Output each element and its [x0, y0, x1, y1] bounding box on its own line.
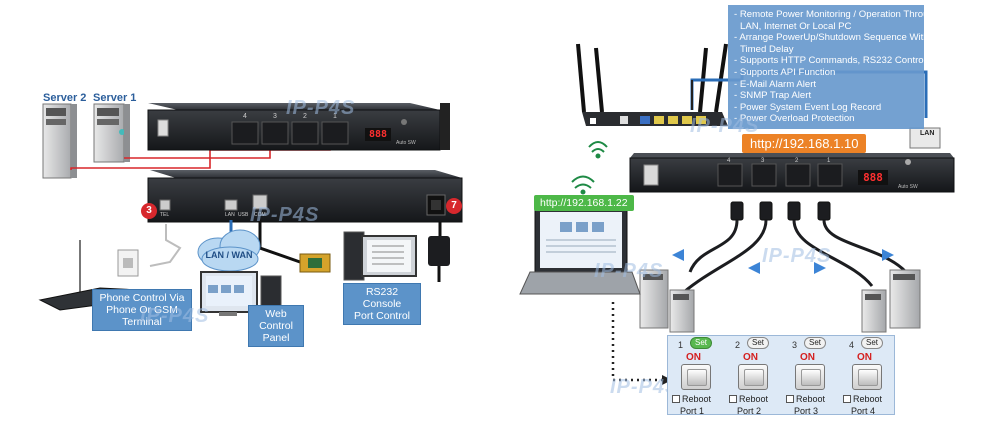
laptop [519, 207, 641, 295]
reboot-checkbox[interactable] [786, 395, 794, 403]
port-3-power-switch[interactable] [795, 364, 825, 390]
port-4-set-button[interactable]: Set [861, 337, 883, 349]
right-outlet-1: 1 [827, 158, 831, 164]
port-control-4: 4 Set ON Reboot Port 4 [839, 336, 895, 416]
laptop-url: http://192.168.1.22 [534, 195, 634, 211]
port-1-power-switch[interactable] [681, 364, 711, 390]
web-control-label: Web Control Panel [248, 305, 304, 347]
watermark: IP-P4S [594, 260, 664, 282]
port-4-reboot[interactable]: Reboot [843, 394, 882, 404]
port-3-label: Port 3 [794, 406, 819, 416]
left-hardware-drawing [38, 103, 463, 316]
feature-item: LAN, Internet Or Local PC [740, 20, 852, 32]
port-2-power-switch[interactable] [738, 364, 768, 390]
server-tower-right [861, 269, 921, 333]
rs232-console-pc [299, 231, 417, 281]
port-4-label: Port 4 [851, 406, 876, 416]
wifi-signal-icon [571, 175, 595, 195]
port-3-set-button[interactable]: Set [804, 337, 826, 349]
feature-item: - Remote Power Monitoring / Operation Th… [734, 9, 940, 20]
port-number: 2 [735, 340, 741, 350]
feature-item: - Power System Event Log Record [734, 101, 882, 113]
device-url: http://192.168.1.10 [742, 134, 867, 153]
phone-control-label: Phone Control Via Phone Or GSM Terminal [92, 289, 192, 331]
tel-port-badge: 3 [141, 203, 157, 219]
port-4-state: ON [857, 352, 872, 363]
port-control-2: 2 Set ON Reboot Port 2 [725, 336, 781, 416]
feature-item: - Power Overload Protection [734, 113, 855, 125]
lan-label: LAN [920, 130, 935, 137]
port-number: 4 [849, 340, 855, 350]
right-pdu-unit [629, 153, 955, 193]
right-led-display: 888 [858, 170, 888, 185]
lan-wan-label: LAN / WAN [205, 250, 253, 260]
front-pdu-unit [147, 103, 450, 151]
port-1-label: Port 1 [680, 406, 705, 416]
right-outlet-2: 2 [795, 158, 799, 164]
port-4-power-switch[interactable] [852, 364, 882, 390]
port-number: 3 [792, 340, 798, 350]
front-outlet-2: 2 [303, 113, 307, 120]
feature-item: - Arrange PowerUp/Shutdown Sequence With [734, 32, 929, 44]
features-list: - Remote Power Monitoring / Operation Th… [728, 5, 940, 129]
web-control-pc [200, 271, 282, 316]
rear-port-tel: TEL [160, 212, 170, 218]
lan-wan-cloud [197, 229, 261, 272]
feature-item: - E-Mail Alarm Alert [734, 78, 817, 90]
port-2-label: Port 2 [737, 406, 762, 416]
reboot-checkbox[interactable] [672, 395, 680, 403]
rear-port-usb: USB [238, 212, 249, 218]
server-2-tower [42, 103, 77, 179]
front-led-display: 888 [365, 128, 391, 141]
power-port-badge: 7 [446, 198, 462, 214]
port-number: 1 [678, 340, 684, 350]
reboot-checkbox[interactable] [729, 395, 737, 403]
watermark: IP-P4S [286, 97, 356, 119]
right-outlet-4: 4 [727, 158, 731, 164]
power-plugs [730, 201, 831, 221]
right-outlet-3: 3 [761, 158, 765, 164]
watermark: IP-P4S [690, 115, 760, 137]
watermark: IP-P4S [610, 376, 680, 398]
port-control-3: 3 Set ON Reboot Port 3 [782, 336, 838, 416]
server-2-label: Server 2 [43, 92, 87, 104]
watermark: IP-P4S [140, 305, 210, 327]
front-outlet-4: 4 [243, 113, 247, 120]
server-tower-left [639, 269, 695, 333]
feature-item: - Supports HTTP Commands, RS232 Control [734, 55, 926, 67]
rs232-label: RS232 Console Port Control [343, 283, 421, 325]
port-1-reboot[interactable]: Reboot [672, 394, 711, 404]
port-2-state: ON [743, 352, 758, 363]
watermark: IP-P4S [250, 204, 320, 226]
front-outlet-1: 1 [333, 113, 337, 120]
feature-item: - Supports API Function [734, 66, 836, 78]
feature-item: - SNMP Trap Alert [734, 90, 812, 102]
watermark: IP-P4S [762, 245, 832, 267]
port-1-state: ON [686, 352, 701, 363]
rear-port-lan: LAN [225, 212, 235, 218]
server-1-label: Server 1 [93, 92, 137, 104]
rear-pdu-unit [147, 170, 463, 223]
web-port-panel: 1 Set ON Reboot Port 1 2 Set ON Reboot P… [667, 335, 895, 416]
front-outlet-3: 3 [273, 113, 277, 120]
server-1-tower [93, 103, 130, 163]
reboot-checkbox[interactable] [843, 395, 851, 403]
right-auto-switch-label: Auto SW [898, 184, 918, 190]
port-2-reboot[interactable]: Reboot [729, 394, 768, 404]
port-control-1: 1 Set ON Reboot Port 1 [668, 336, 724, 416]
wifi-signal-icon [588, 141, 608, 159]
wifi-router [576, 43, 728, 126]
port-3-state: ON [800, 352, 815, 363]
port-2-set-button[interactable]: Set [747, 337, 769, 349]
feature-item: Timed Delay [740, 43, 794, 55]
front-auto-switch-label: Auto SW [396, 140, 416, 146]
port-3-reboot[interactable]: Reboot [786, 394, 825, 404]
lan-jack [909, 127, 941, 149]
port-1-set-button[interactable]: Set [690, 337, 712, 349]
power-plug [428, 236, 450, 282]
rear-port-com: COM [254, 212, 266, 218]
